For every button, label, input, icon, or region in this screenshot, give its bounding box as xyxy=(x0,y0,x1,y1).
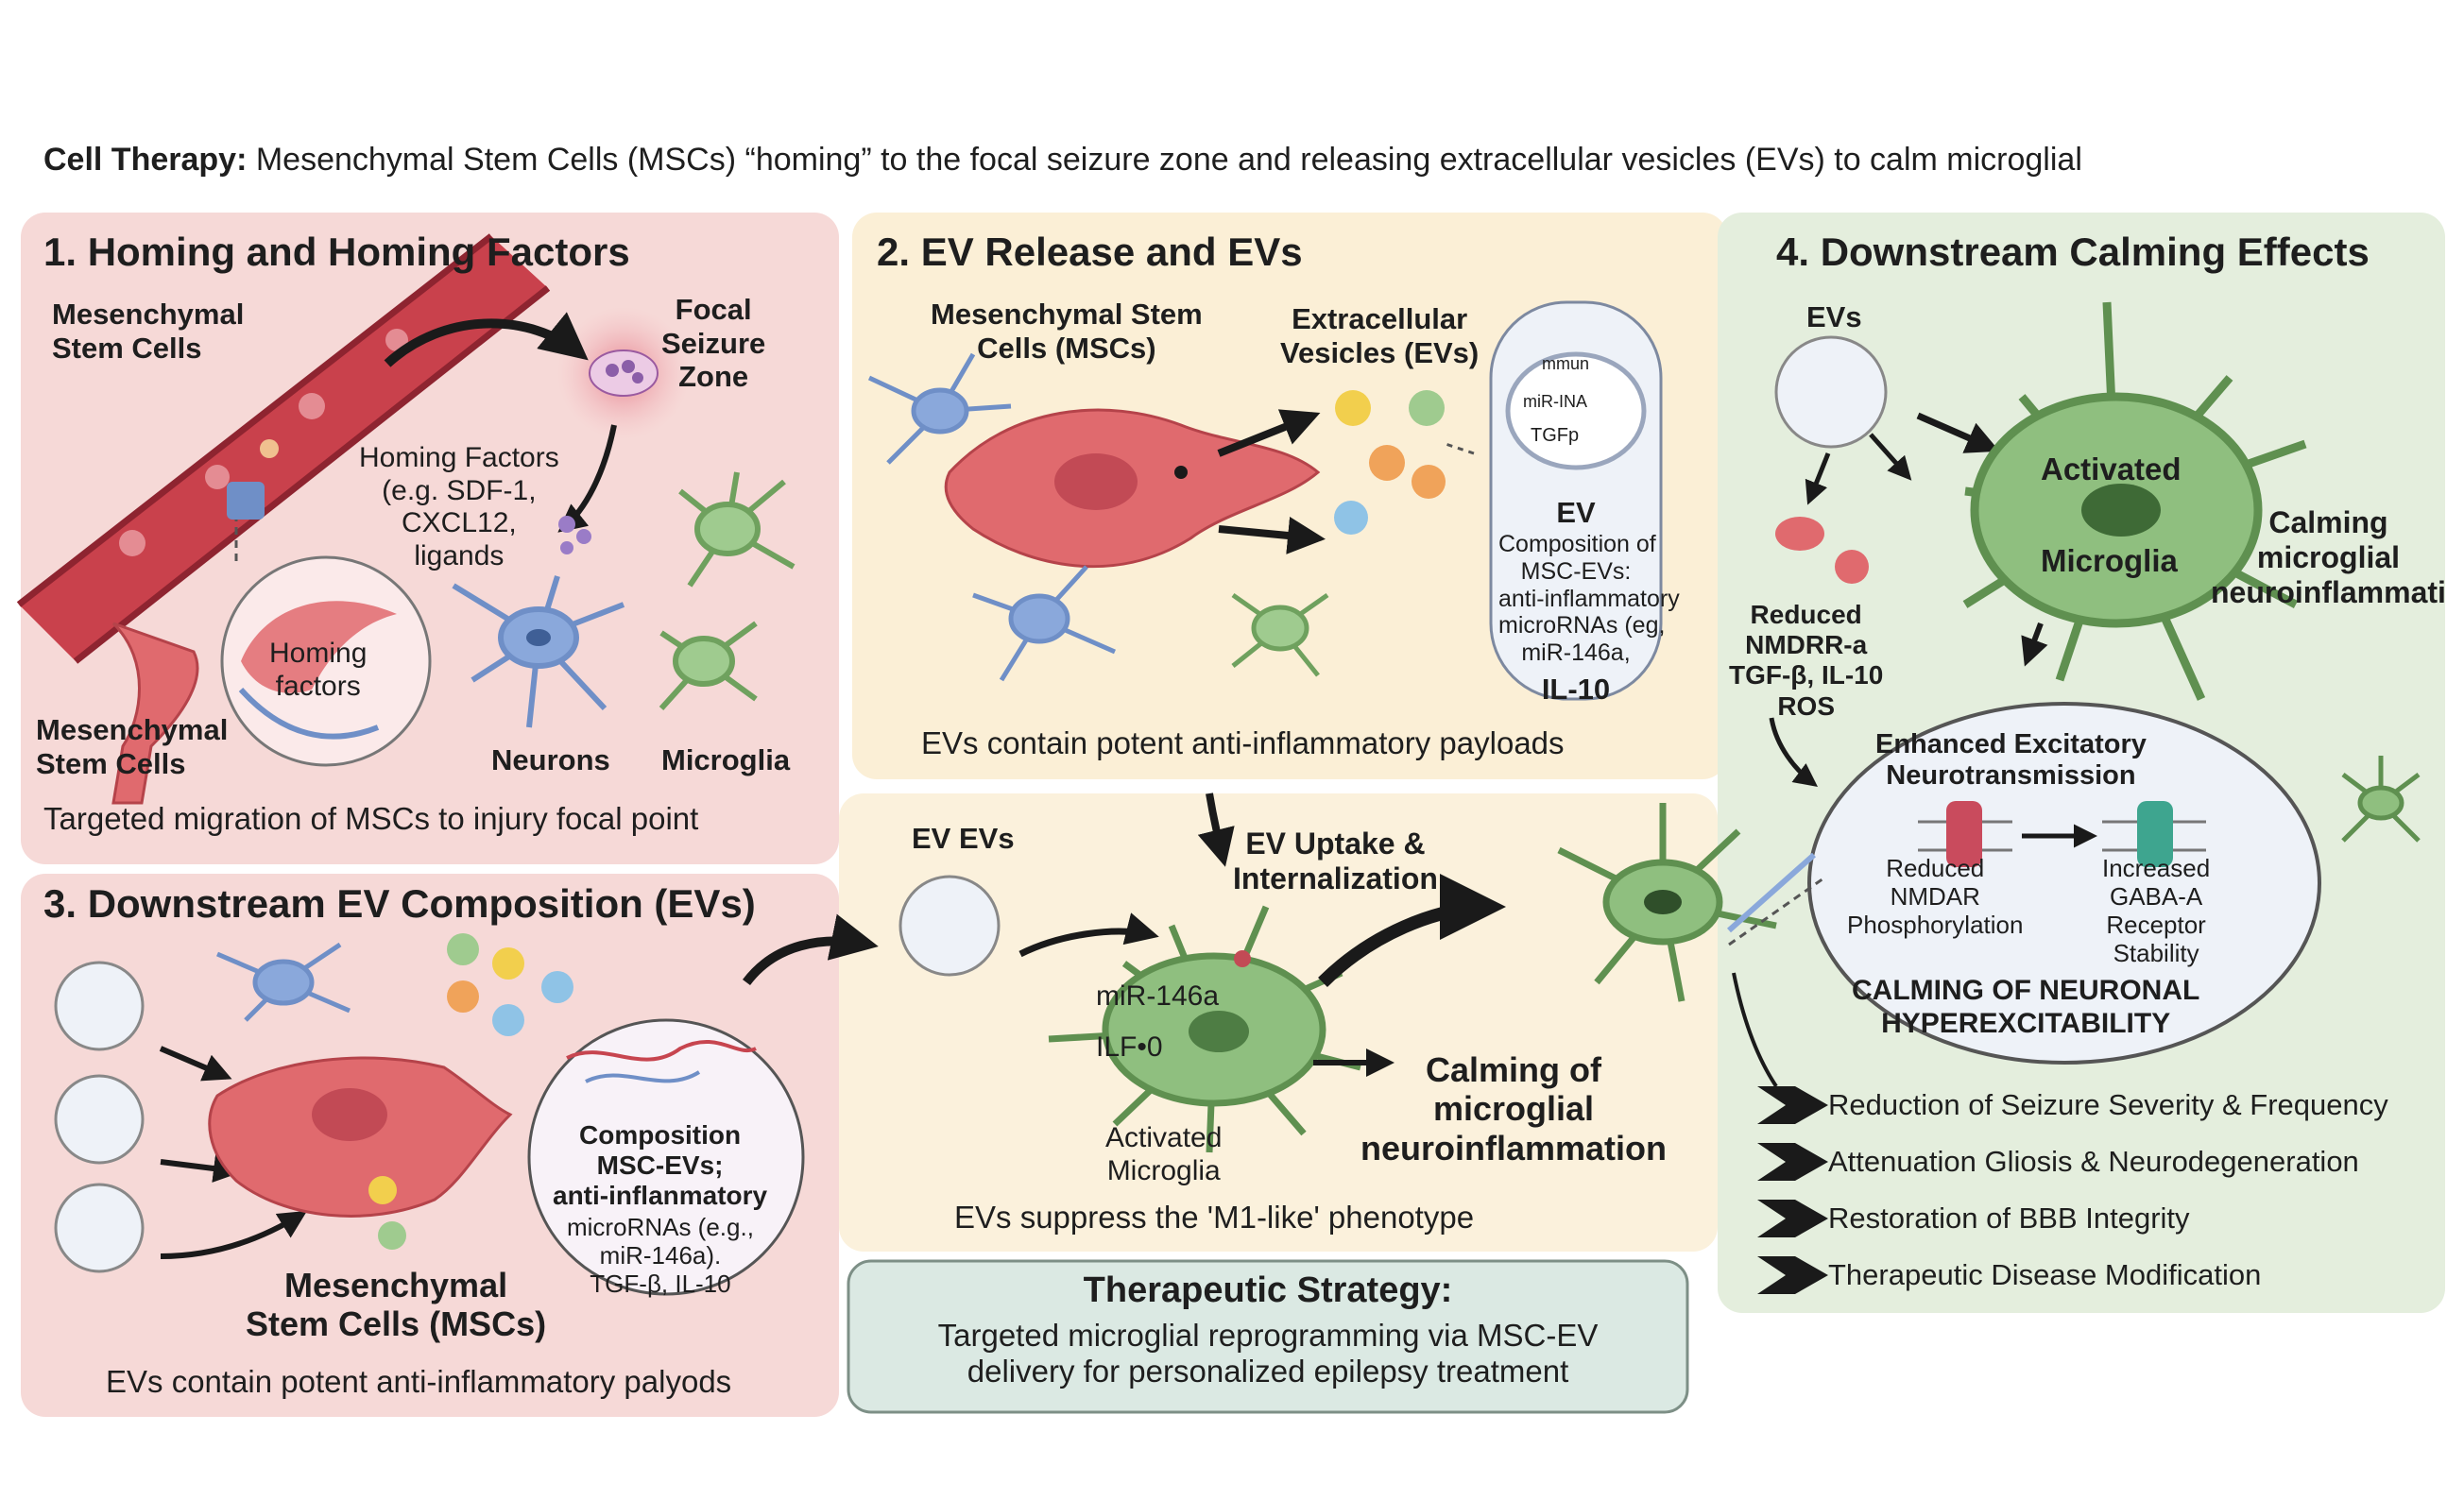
panel-1-caption: Targeted migration of MSCs to injury foc… xyxy=(43,801,699,836)
neurotransmission-inset xyxy=(1807,702,2321,1065)
strategy-text: Targeted microglial reprogramming via MS… xyxy=(937,1318,1599,1389)
increased-gaba-label: Increased GABA-A Receptor Stability xyxy=(2102,854,2211,967)
strategy-box xyxy=(847,1259,1689,1414)
title-text: Mesenchymal Stem Cells (MSCs) “homing” t… xyxy=(255,142,2082,178)
ev-particles-panel3 xyxy=(368,933,573,1250)
msc-bottom-label: Mesenchymal Stem Cells xyxy=(36,713,229,780)
panel-1-heading: 1. Homing and Homing Factors xyxy=(43,230,630,274)
ev-uptake-label: EV Uptake & Internalization xyxy=(1233,827,1438,895)
ilf-label: ILF•0 xyxy=(1096,1031,1163,1063)
center-caption: EVs suppress the 'M1-like' phenotype xyxy=(954,1200,1475,1235)
microglia-small-panel4 xyxy=(2341,756,2421,843)
outcome-arrows xyxy=(1757,1086,1828,1294)
ev-inset-text-1: mmun xyxy=(1542,354,1590,373)
homing-factors-label: Homing Factors (e.g. SDF-1, CXCL12, liga… xyxy=(359,442,559,571)
activated-microglia-center xyxy=(1048,905,1361,1153)
activated-microglia-center-label: Activated Microglia xyxy=(1105,1122,1223,1186)
page-title: Cell Therapy: Mesenchymal Stem Cells (MS… xyxy=(43,142,2082,179)
mir-146a-label: miR-146a xyxy=(1096,980,1220,1012)
outcome-item: Attenuation Gliosis & Neurodegeneration xyxy=(1828,1145,2359,1178)
panel-2-heading: 2. EV Release and EVs xyxy=(877,230,1303,274)
ev-inset-text-3: TGFp xyxy=(1531,425,1580,446)
activated-label: Activated xyxy=(2041,452,2182,486)
enhanced-excitatory-label: Enhanced Excitatory Neurotransmission xyxy=(1875,729,2147,792)
ev-bubble-panel4 xyxy=(1774,335,1888,449)
composition-inset-circle xyxy=(527,1018,805,1296)
evs-panel2-label: Extracellular Vesicles (EVs) xyxy=(1280,302,1480,369)
ev-evs-bubble xyxy=(898,875,1001,977)
outcome-item: Restoration of BBB Integrity xyxy=(1828,1202,2190,1235)
msc-top-label: Mesenchymal Stem Cells xyxy=(52,298,245,365)
neuron-panel1 xyxy=(452,575,625,728)
activated-microglia-panel4 xyxy=(1962,301,2307,701)
outcome-item: Therapeutic Disease Modification xyxy=(1828,1258,2262,1291)
panel-4-heading: 4. Downstream Calming Effects xyxy=(1776,230,2370,274)
panel-2-caption: EVs contain potent anti-inflammatory pay… xyxy=(921,725,1565,760)
homing-inset-label: Homing factors xyxy=(269,638,368,702)
outcome-item: Reduction of Seizure Severity & Frequenc… xyxy=(1828,1088,2388,1121)
ev-inset-bubbles xyxy=(54,961,145,1273)
msc-migrating-cell xyxy=(111,622,199,805)
microglia-label: Microglia xyxy=(661,743,791,776)
microglia-panel1 xyxy=(659,471,796,711)
receptor-icons xyxy=(1918,801,2206,867)
neuron-center xyxy=(1557,803,1777,1002)
calming-microglial-center-label: Calming of microglial neuroinflammation xyxy=(1360,1050,1668,1168)
ev-inset-text-2: miR-INA xyxy=(1523,392,1587,411)
neurons-label: Neurons xyxy=(491,743,610,776)
ev-composition-il10: IL-10 xyxy=(1541,673,1611,706)
ev-composition-title: EV xyxy=(1556,496,1596,529)
ev-composition-text: Composition of MSC-EVs: anti-inflammator… xyxy=(1498,531,1680,666)
msc-panel2-label: Mesenchymal Stem Cells (MSCs) xyxy=(931,298,1203,365)
calming-neuronal-label: CALMING OF NEURONAL HYPEREXCITABILITY xyxy=(1852,975,2200,1039)
composition-label: Composition MSC-EVs; anti-inflanmatory xyxy=(553,1120,768,1211)
evs-panel4-label: EVs xyxy=(1806,300,1862,333)
title-lead: Cell Therapy: xyxy=(43,142,248,178)
neuron-panel3 xyxy=(216,942,351,1022)
reduced-nmdar-label: Reduced NMDAR Phosphorylation xyxy=(1847,854,2024,939)
composition-text: microRNAs (e.g., miR-146a). TGF-β, IL-10 xyxy=(567,1213,754,1298)
microglia-panel4-label: Microglia xyxy=(2041,543,2178,578)
reduced-label: Reduced NMDRR-a TGF-β, IL-10 ROS xyxy=(1729,600,1884,721)
focal-seizure-zone-label: Focal Seizure Zone xyxy=(661,293,766,394)
neuron-panel2 xyxy=(867,352,1117,682)
microglia-panel2 xyxy=(1231,592,1329,677)
panel-3-heading: 3. Downstream EV Composition (EVs) xyxy=(43,881,756,926)
msc-panel3-label: Mesenchymal Stem Cells (MSCs) xyxy=(246,1266,547,1344)
calming-panel4-label: Calming microglial neuroinflammati xyxy=(2211,505,2446,609)
ev-particles xyxy=(1334,390,1446,535)
panel-3-caption: EVs contain potent anti-inflammatory pal… xyxy=(106,1364,732,1399)
strategy-heading: Therapeutic Strategy: xyxy=(1083,1270,1453,1310)
ev-evs-label: EV EVs xyxy=(912,822,1015,855)
